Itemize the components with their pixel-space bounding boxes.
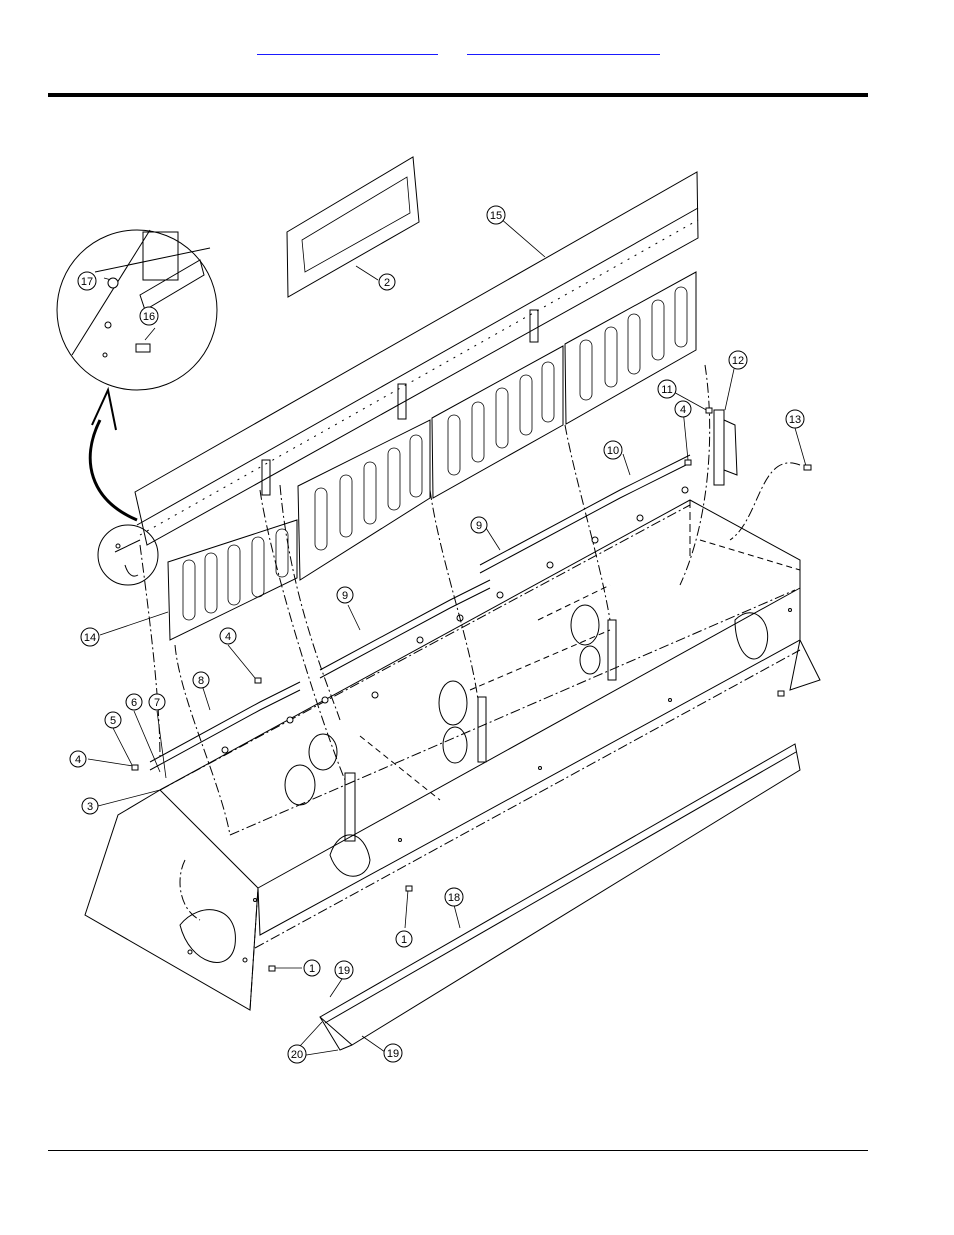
svg-text:10: 10 [607,445,619,457]
callout-4: 4 [69,750,87,768]
callout-7: 7 [148,693,166,711]
svg-text:17: 17 [81,276,93,288]
callout-10: 10 [603,440,623,460]
svg-text:19: 19 [338,965,350,977]
callout-14: 14 [80,627,100,647]
callout-1: 1 [395,930,413,948]
callout-5: 5 [104,711,122,729]
svg-text:16: 16 [143,311,155,323]
cover-plate [286,156,420,298]
top-hinge-panel [134,171,699,546]
nav-link-1[interactable] [257,38,438,55]
svg-text:8: 8 [198,675,204,687]
hardware-bolts [107,277,812,972]
svg-text:7: 7 [154,697,160,709]
callout-15: 15 [486,205,506,225]
end-bracket [713,409,738,486]
svg-text:4: 4 [225,631,231,643]
callout-6: 6 [125,693,143,711]
callout-8: 8 [192,671,210,689]
svg-text:14: 14 [84,632,96,644]
svg-text:5: 5 [110,715,116,727]
callout-16: 16 [139,306,159,326]
svg-text:3: 3 [87,801,93,813]
callout-20: 20 [287,1044,307,1064]
agitator-bars [149,454,691,791]
svg-text:15: 15 [490,210,502,222]
svg-text:6: 6 [131,697,137,709]
callout-4: 4 [674,400,692,418]
svg-text:18: 18 [448,892,460,904]
corrugated-panels [167,271,697,641]
callout-9: 9 [336,586,354,604]
svg-text:2: 2 [384,277,390,289]
footer-rule [48,1150,868,1151]
callout-18: 18 [444,887,464,907]
parts-diagram: 2 15 17 16 12 11 13 4 10 9 9 14 4 8 6 7 … [48,130,868,1080]
svg-text:13: 13 [789,414,801,426]
callout-3: 3 [81,797,99,815]
top-navigation [0,38,954,58]
detail-inset [56,229,218,586]
callout-9: 9 [470,516,488,534]
svg-text:4: 4 [75,754,81,766]
callout-bubbles: 2 15 17 16 12 11 13 4 10 9 9 14 4 8 6 7 … [69,205,805,1064]
callout-2: 2 [378,273,396,291]
callout-13: 13 [785,409,805,429]
callout-12: 12 [728,350,748,370]
assembly-lines [139,364,801,921]
hopper-body [84,499,821,1011]
svg-text:19: 19 [387,1048,399,1060]
header-rule [48,93,868,97]
svg-text:4: 4 [680,404,686,416]
callout-19: 19 [383,1043,403,1063]
callout-11: 11 [657,379,677,399]
svg-text:9: 9 [342,590,348,602]
svg-text:20: 20 [291,1049,303,1061]
svg-text:11: 11 [661,384,672,396]
nav-link-2[interactable] [467,38,660,55]
callout-17: 17 [77,271,97,291]
callout-4: 4 [219,627,237,645]
svg-text:9: 9 [476,520,482,532]
svg-text:12: 12 [732,355,744,367]
svg-text:1: 1 [401,934,407,946]
callout-1: 1 [303,959,321,977]
callout-19: 19 [334,960,354,980]
leader-lines [87,217,807,1057]
bottom-strip [319,743,801,1051]
svg-text:1: 1 [309,963,315,975]
